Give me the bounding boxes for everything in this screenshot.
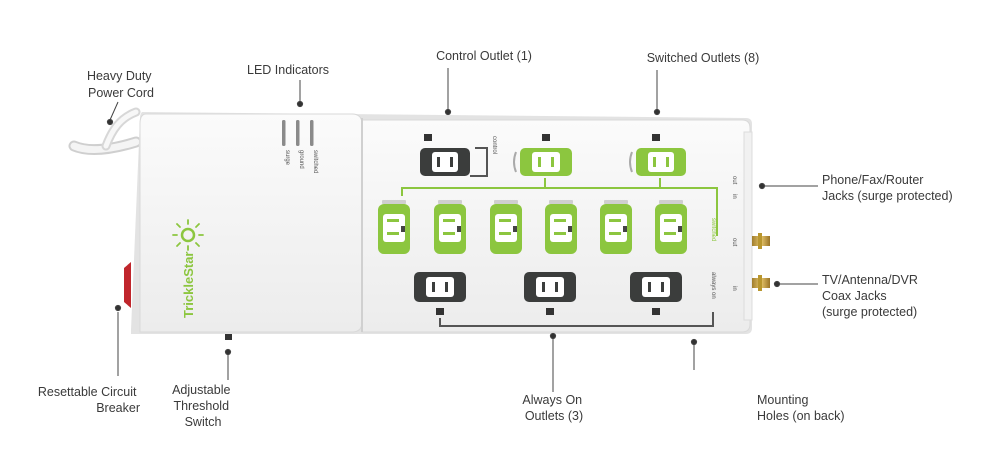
threshold-switch-label: Adjustable Threshold Switch (172, 383, 234, 429)
switched-group-bracket (401, 178, 718, 236)
callout-lines (106, 68, 818, 392)
coax-connector-in (752, 275, 770, 291)
power-cord-label: Heavy Duty Power Cord (87, 69, 155, 100)
switched-marking: switched (710, 218, 716, 241)
led-ground (296, 120, 300, 146)
always-on-bracket (439, 312, 714, 327)
led-label-surge: surge (284, 150, 290, 166)
switched-outlet-5 (600, 200, 632, 254)
brand-name: TrickleStar (181, 252, 196, 319)
always-on-outlets-label: Always On Outlets (3) (522, 393, 585, 423)
always-on-outlet-2 (524, 272, 576, 315)
switched-outlets-label: Switched Outlets (8) (647, 51, 760, 65)
switched-outlet-row (378, 200, 687, 254)
switched-outlet-2 (434, 200, 466, 254)
coax-jacks-label: TV/Antenna/DVR Coax Jacks (surge protect… (822, 273, 921, 319)
led-indicators-label: LED Indicators (247, 63, 329, 77)
switched-outlet-top-2 (629, 134, 686, 176)
switched-outlet-top-1 (513, 134, 572, 176)
switched-outlet-3 (490, 200, 522, 254)
coax-connector-out (752, 233, 770, 249)
control-outlet-label: Control Outlet (1) (436, 49, 532, 63)
control-outlet (420, 134, 470, 176)
phone-in-marking: in (731, 194, 737, 199)
coax-out-marking: out (731, 238, 737, 247)
switched-outlet-4 (545, 200, 577, 254)
always-on-outlets (414, 272, 682, 315)
switched-outlet-1 (378, 200, 410, 254)
led-indicators: surge ground switched (282, 120, 318, 173)
always-on-outlet-3 (630, 272, 682, 315)
control-bracket (470, 147, 488, 177)
always-on-outlet-1 (414, 272, 466, 315)
logo-sun-icon (172, 219, 204, 251)
led-surge (282, 120, 286, 146)
threshold-switch (225, 334, 232, 340)
control-marking: control (491, 136, 497, 154)
switched-outlet-6 (655, 200, 687, 254)
led-switched (310, 120, 314, 146)
phone-jacks-label: Phone/Fax/Router Jacks (surge protected) (822, 173, 953, 203)
mounting-holes-label: Mounting Holes (on back) (757, 393, 845, 423)
circuit-breaker-label: Resettable Circuit Breaker (38, 385, 140, 415)
power-cord (68, 107, 142, 155)
led-label-ground: ground (298, 150, 304, 169)
coax-in-marking: in (731, 286, 737, 291)
led-label-switched: switched (312, 150, 318, 173)
phone-out-marking: out (731, 176, 737, 185)
always-on-marking: always on (710, 272, 716, 299)
circuit-breaker-button (124, 262, 131, 308)
tricklestar-logo: TrickleStar (172, 219, 204, 319)
